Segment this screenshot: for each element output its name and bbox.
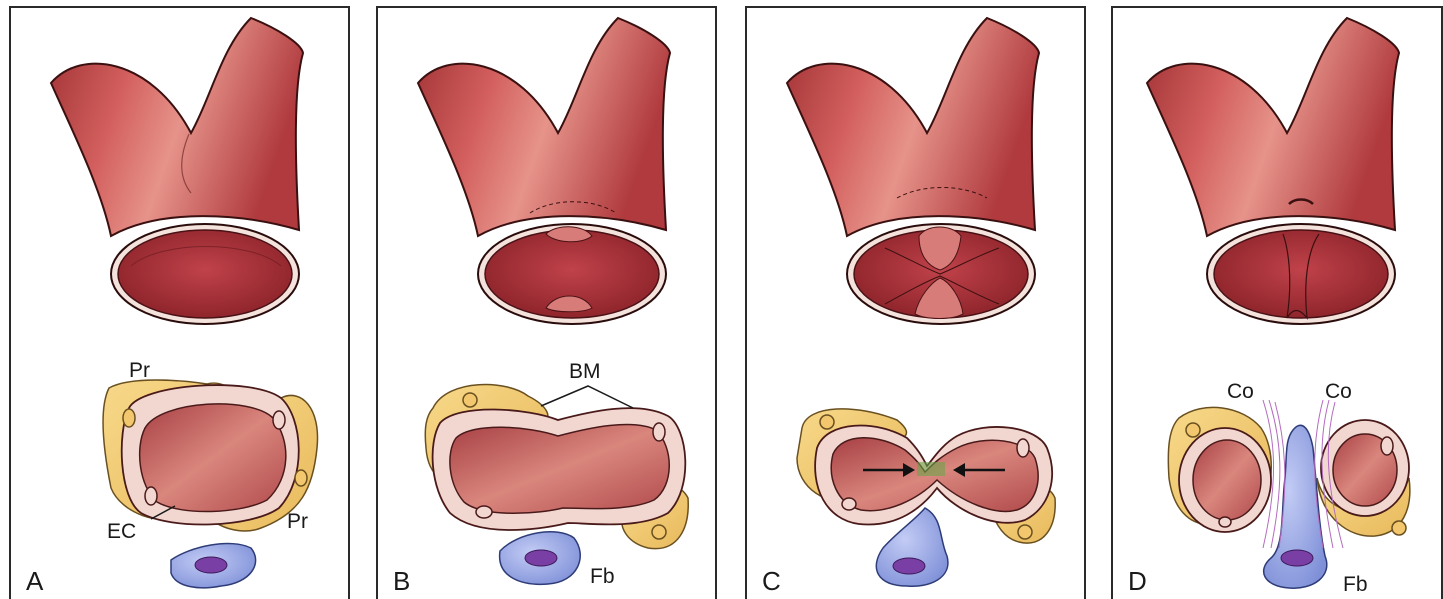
panel-d: Co Co Fb D [1111,6,1443,599]
panel-b: BM Fb B [376,6,717,599]
vessel-branch [51,18,303,324]
label-pr-top: Pr [129,359,150,382]
capillary-lumen-left [1193,440,1261,520]
panel-letter: A [26,566,44,596]
label-fb: Fb [1343,573,1368,596]
label-co-left: Co [1227,380,1254,403]
cell-cross-section [425,385,688,585]
panel-letter: B [393,566,410,596]
vessel-branch [1147,18,1399,324]
capillary-lumen [450,424,669,513]
cell-cross-section [1168,400,1410,588]
label-co-right: Co [1325,380,1352,403]
panel-letter: D [1128,566,1147,596]
panel-a: Pr Pr EC A [9,6,350,599]
cell-cross-section [103,380,317,588]
label-fb: Fb [590,565,615,588]
vessel-branch [418,18,670,324]
label-ec: EC [107,520,136,543]
cell-cross-section [797,409,1055,586]
label-bm: BM [569,360,601,383]
capillary-lumen [140,404,286,512]
fibroblast-nucleus [525,550,557,566]
fibroblast-nucleus [893,558,925,574]
vessel-branch [787,18,1039,324]
fibroblast-nucleus [195,557,227,573]
panel-letter: C [762,566,781,596]
fibroblast-nucleus [1281,550,1313,566]
panel-c: C [745,6,1086,599]
label-pr-right: Pr [287,510,308,533]
